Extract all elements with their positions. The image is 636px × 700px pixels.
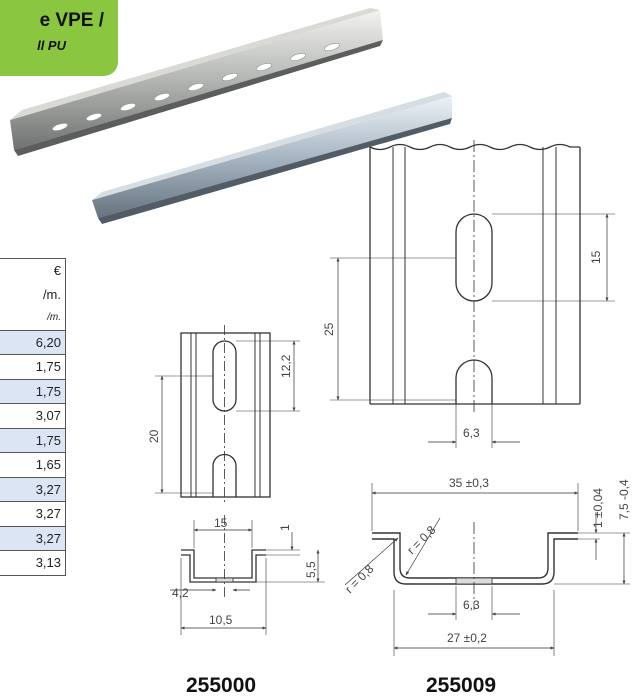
price-header-currency: € <box>0 258 66 283</box>
price-cell: 1,75 <box>0 428 66 453</box>
price-cell: 3,07 <box>0 403 66 429</box>
dim-27: 27 ±0,2 <box>447 631 487 645</box>
dim-7-5: 7,5 -0,4 <box>617 479 631 520</box>
dim-15-left: 15 <box>214 516 228 530</box>
slotted-rail <box>10 8 383 156</box>
dim-25: 25 <box>322 322 336 336</box>
dim-35: 35 ±0,3 <box>449 476 489 490</box>
price-cell: 3,27 <box>0 477 66 502</box>
price-header-per-meter: /m. <box>0 282 66 306</box>
badge-line-1: e VPE / <box>39 10 104 31</box>
price-cell: 1,75 <box>0 379 66 404</box>
dim-1-right: 1 ±0,04 <box>591 488 605 528</box>
price-cell: 1,65 <box>0 452 66 478</box>
radius-label-outer: r = 0,8 <box>342 562 376 596</box>
price-cell: 3,27 <box>0 526 66 551</box>
rail-255000-profile <box>170 515 325 635</box>
rail-255009-top-view <box>330 140 615 448</box>
product-code-255000: 255000 <box>186 674 257 697</box>
dim-4-2: 4,2 <box>172 586 189 600</box>
product-code-255009: 255009 <box>426 674 497 697</box>
price-table: € /m. /m. 6,20 1,75 1,75 3,07 1,75 1,65 … <box>0 258 66 576</box>
dim-12-2: 12,2 <box>279 354 293 378</box>
badge-line-2: ll PU <box>37 38 66 53</box>
package-unit-badge: e VPE / ll PU <box>0 0 118 76</box>
price-cell: 3,27 <box>0 501 66 527</box>
dim-15-right: 15 <box>589 250 603 264</box>
price-cell: 1,75 <box>0 354 66 380</box>
dim-1-left: 1 <box>278 524 292 531</box>
dim-6-3-bottom: 6,3 <box>463 598 480 612</box>
price-header-per-meter-small: /m. <box>0 306 66 331</box>
price-cell: 3,13 <box>0 550 66 576</box>
dim-6-3-top: 6,3 <box>463 426 480 440</box>
rail-255000-top-view <box>155 325 300 505</box>
dim-10-5: 10,5 <box>209 613 233 627</box>
radius-label-inner: r = 0,8 <box>404 523 438 557</box>
rail-255009-profile <box>344 483 630 656</box>
price-cell: 6,20 <box>0 330 66 355</box>
dim-5-5: 5,5 <box>304 561 318 578</box>
plain-rail <box>92 92 452 224</box>
dim-20: 20 <box>147 429 161 443</box>
